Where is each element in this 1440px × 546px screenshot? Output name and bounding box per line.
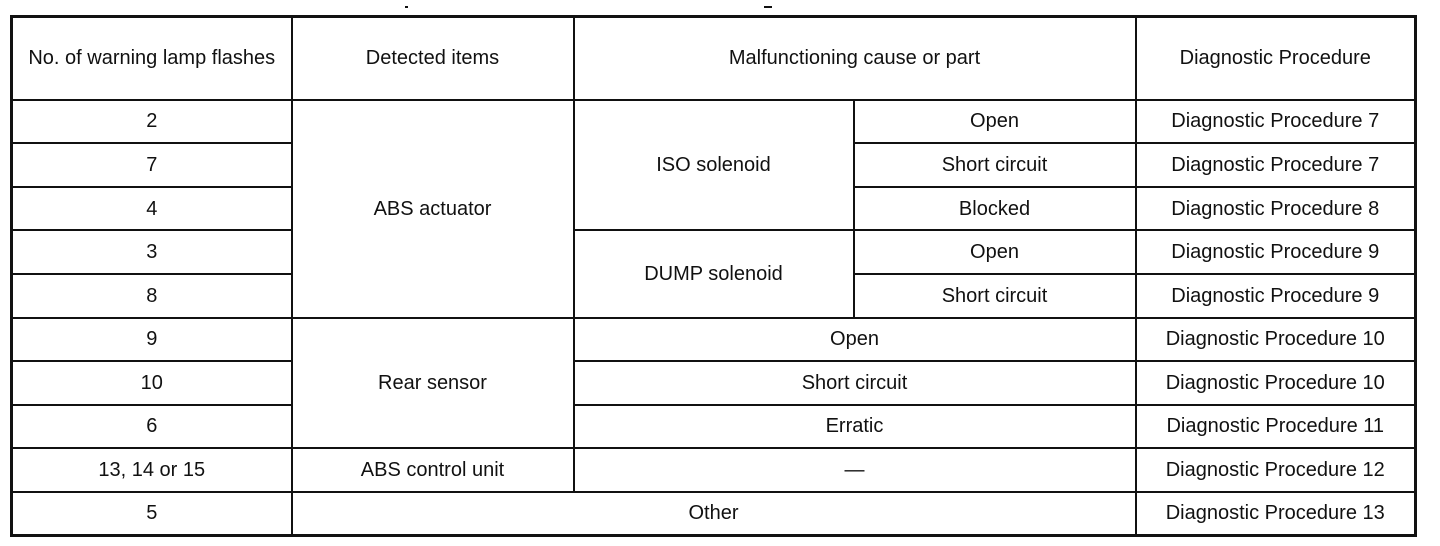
table-row: 8 Short circuit Diagnostic Procedure 9 [10,272,1417,319]
flashes-cell: 3 [10,229,293,275]
cause-cell: Short circuit [572,360,1137,406]
flashes-cell: 4 [10,185,293,232]
flashes-cell: 7 [10,142,293,188]
table-row: 5 Other Diagnostic Procedure 13 [10,490,1417,537]
header-row: No. of warning lamp flashes Detected ite… [10,15,1417,101]
part-iso-solenoid: ISO solenoid [572,98,855,232]
cause-cell: Open [852,98,1137,145]
header-malfunction-cause: Malfunctioning cause or part [572,15,1137,101]
part-dump-solenoid: DUMP solenoid [572,229,855,319]
table-row: 6 Erratic Diagnostic Procedure 11 [10,403,1417,450]
flashes-cell: 8 [10,272,293,319]
header-detected-items: Detected items [290,15,575,101]
procedure-cell: Diagnostic Procedure 7 [1134,142,1417,188]
cause-cell: Open [572,316,1137,363]
procedure-cell: Diagnostic Procedure 13 [1134,490,1417,537]
flashes-cell: 13, 14 or 15 [10,447,293,493]
flashes-cell: 10 [10,360,293,406]
cause-cell: Short circuit [852,142,1137,188]
table-row: 3 DUMP solenoid Open Diagnostic Procedur… [10,229,1417,319]
cause-dash-cell: — [572,447,1137,493]
procedure-cell: Diagnostic Procedure 8 [1134,185,1417,232]
procedure-cell: Diagnostic Procedure 9 [1134,272,1417,319]
cause-cell: Blocked [852,185,1137,232]
flashes-cell: 2 [10,98,293,145]
table-row: 9 Rear sensor Open Diagnostic Procedure … [10,316,1417,450]
procedure-cell: Diagnostic Procedure 9 [1134,229,1417,275]
scan-mark [764,6,772,8]
detected-item-other: Other [290,490,1137,537]
header-diagnostic-procedure: Diagnostic Procedure [1134,15,1417,101]
table-row: 4 Blocked Diagnostic Procedure 8 [10,185,1417,232]
detected-item-abs-control-unit: ABS control unit [290,447,575,493]
detected-item-rear-sensor: Rear sensor [290,316,575,450]
table-row: 2 ABS actuator ISO solenoid Open Diagnos… [10,98,1417,319]
cause-cell: Short circuit [852,272,1137,319]
diagnostic-table: No. of warning lamp flashes Detected ite… [10,15,1417,537]
cause-cell: Erratic [572,403,1137,450]
procedure-cell: Diagnostic Procedure 11 [1134,403,1417,450]
procedure-cell: Diagnostic Procedure 10 [1134,316,1417,363]
table-row: 10 Short circuit Diagnostic Procedure 10 [10,360,1417,406]
scan-mark [405,6,408,8]
table-row: 7 Short circuit Diagnostic Procedure 7 [10,142,1417,188]
detected-item-abs-actuator: ABS actuator [290,98,575,319]
cause-cell: Open [852,229,1137,275]
flashes-cell: 9 [10,316,293,363]
table-row: 13, 14 or 15 ABS control unit — Diagnost… [10,447,1417,493]
header-warning-lamp-flashes: No. of warning lamp flashes [10,15,293,101]
procedure-cell: Diagnostic Procedure 10 [1134,360,1417,406]
flashes-cell: 6 [10,403,293,450]
procedure-cell: Diagnostic Procedure 7 [1134,98,1417,145]
flashes-cell: 5 [10,490,293,537]
procedure-cell: Diagnostic Procedure 12 [1134,447,1417,493]
